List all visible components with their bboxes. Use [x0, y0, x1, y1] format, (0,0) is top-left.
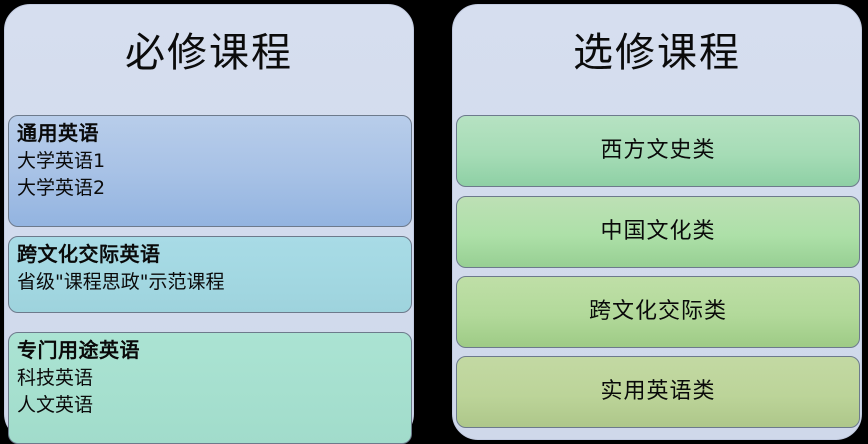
card-item: 人文英语 [17, 394, 94, 416]
card-item: 大学英语1 [17, 150, 106, 172]
card-item: 大学英语2 [17, 177, 106, 199]
card-label: 跨文化交际类 [588, 299, 727, 324]
card-label: 西方文史类 [600, 138, 716, 163]
card-item: 省级"课程思政"示范课程 [17, 271, 225, 293]
card-title: 跨文化交际英语 [17, 242, 161, 266]
card-title: 通用英语 [17, 121, 99, 145]
required-courses-panel: 必修课程 通用英语 大学英语1 大学英语2 跨文化交际英语 省级"课程思政"示范… [4, 4, 414, 444]
card-label: 实用英语类 [600, 379, 716, 404]
elective-course-card-western-humanities[interactable]: 西方文史类 [456, 115, 860, 187]
card-title: 专门用途英语 [17, 338, 140, 362]
required-course-card-esp[interactable]: 专门用途英语 科技英语 人文英语 [8, 332, 412, 444]
slide-canvas: 必修课程 通用英语 大学英语1 大学英语2 跨文化交际英语 省级"课程思政"示范… [4, 4, 862, 444]
elective-courses-panel: 选修课程 西方文史类 中国文化类 跨文化交际类 实用英语类 [452, 4, 862, 440]
card-label: 中国文化类 [600, 219, 716, 244]
required-course-card-general-english[interactable]: 通用英语 大学英语1 大学英语2 [8, 115, 412, 227]
card-item: 科技英语 [17, 367, 94, 389]
required-courses-title: 必修课程 [125, 30, 293, 76]
required-course-card-intercultural-english[interactable]: 跨文化交际英语 省级"课程思政"示范课程 [8, 236, 412, 313]
elective-course-card-chinese-culture[interactable]: 中国文化类 [456, 196, 860, 268]
elective-courses-title: 选修课程 [573, 30, 741, 76]
elective-course-card-practical-english[interactable]: 实用英语类 [456, 356, 860, 428]
elective-course-card-intercultural[interactable]: 跨文化交际类 [456, 276, 860, 348]
